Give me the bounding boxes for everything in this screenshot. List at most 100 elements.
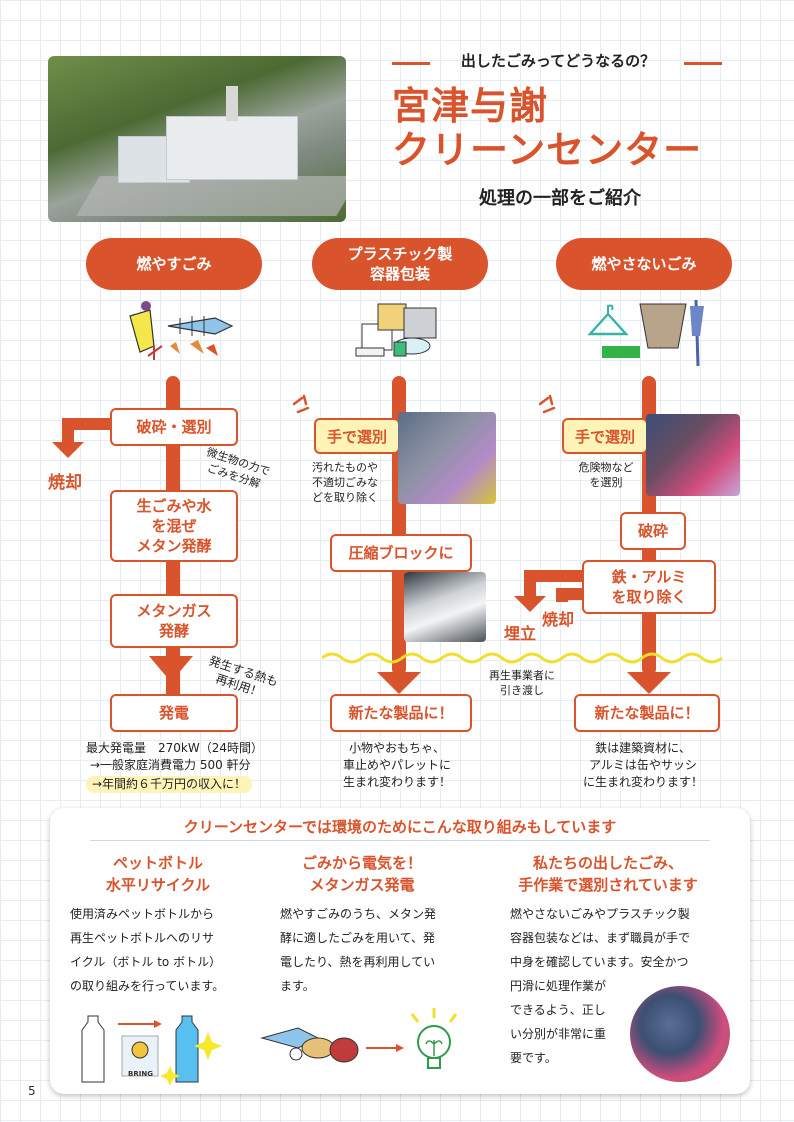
col3-text: 燃やさないごみやプラスチック製 容器包装などは、まず職員が手で 中身を確認してい… [510,902,730,1070]
arrow-nonburnable [627,672,671,694]
step-methane-gas: メタンガス発酵 [110,594,238,648]
plastic-info-l1: 小物やおもちゃ、 [348,741,445,755]
col3-text-l5: できるよう、正し [510,1003,606,1017]
step-power: 発電 [110,694,238,732]
col2-title-l1: ごみから電気を！ [301,854,422,872]
step-methane-mix-l3: メタン発酵 [136,537,212,555]
title-line-1: 宮津与謝 [392,84,549,128]
landfill-label: 埋立 [504,624,537,643]
arrow-plastic [377,672,421,694]
emphasis-icon [292,394,310,414]
page-title: 宮津与謝 クリーンセンター [392,84,752,172]
col2-text-l1: 燃やすごみのうち、メタン発 [280,907,437,921]
plastic-waste-illustration [355,303,437,357]
step-remove-metals-l2: を取り除く [611,588,687,606]
step-crush: 破砕 [620,512,686,550]
pet-bottle-recycle-illustration [81,1015,222,1086]
pill-burnable: 燃やすごみ [86,238,262,290]
nonburnable-waste-illustration [587,299,704,367]
col3-text-l2: 容器包装などは、まず職員が手で [510,931,691,945]
col3-text-l3: 中身を確認しています。安全かつ [510,955,689,969]
col1-title-l1: ペットボトル [112,854,203,872]
title-line-2: クリーンセンター [392,128,703,172]
col2-text-l4: ます。 [280,979,315,993]
col1-text-l1: 使用済みペットボトルから [70,907,215,921]
arrow-burnable [149,656,193,682]
plastic-note-l1: 汚れたものや [312,461,378,474]
step-methane-mix: 生ごみや水を混ぜメタン発酵 [110,490,238,562]
branch-line-down [62,418,74,444]
col2-text-l3: 電したり、熱を再利用してい [280,955,436,969]
nonburnable-note: 危険物などを選別 [566,460,646,490]
emphasis-icon-2 [538,394,556,414]
subtitle: 出したごみってどうなるの？ [460,52,656,70]
branch-arrow [52,442,84,458]
col1-text-l2: 再生ペットボトルへのリサ [70,931,215,945]
branch-landfill-down [524,570,536,598]
step-methane-gas-l1: メタンガス [136,602,212,620]
col1-title-l2: 水平リサイクル [105,876,211,894]
col2-title-l2: メタンガス発電 [309,876,415,894]
step-new-product-plastic: 新たな製品に！ [330,694,472,732]
step-compress-block: 圧縮ブロックに [330,534,472,572]
facility-photo [48,56,346,222]
col3-title: 私たちの出したごみ、手作業で選別されています [490,852,726,896]
initiatives-heading: クリーンセンターでは環境のためにこんな取り組みもしています [183,818,617,836]
col3-text-l6: い分別が非常に重 [510,1027,607,1041]
plastic-note: 汚れたものや不適切ごみなどを取り除く [312,460,392,505]
branch-landfill-line [524,570,584,582]
power-info-l1: 最大発電量 270kW（24時間） [86,741,263,755]
col2-text-l2: 酵に適したごみを用いて、発 [280,931,436,945]
photo-compressed-blocks [404,572,486,642]
mascot-label: BRING [128,1070,153,1078]
plastic-info-l3: 生まれ変わります！ [342,775,451,789]
subtitle-row: 出したごみってどうなるの？ [392,48,722,78]
plastic-note-l2: 不適切ごみな [312,476,378,489]
col2-text: 燃やすごみのうち、メタン発酵に適したごみを用いて、発電したり、熱を再利用していま… [280,902,470,998]
step-hand-sort-nonburnable: 手で選別 [562,418,648,454]
handover-note: 再生事業者に引き渡し [474,668,570,698]
col1-text-l4: の取り組みを行っています。 [70,979,225,993]
power-info: 最大発電量 270kW（24時間） →一般家庭消費電力 500 軒分 →年間約６… [86,740,286,793]
branch-landfill-arrow [514,596,546,612]
col3-title-l1: 私たちの出したごみ、 [532,854,683,872]
plastic-note-l3: どを取り除く [312,491,378,504]
col3-title-l2: 手作業で選別されています [518,876,698,894]
pill-plastic: プラスチック製容器包装 [312,238,488,290]
photo-hand-sorting-nonburnable [646,414,740,496]
nonburnable-note-l1: 危険物など [578,461,634,474]
step-hand-sort-plastic: 手で選別 [314,418,400,454]
step-methane-mix-l2: を混ぜ [151,517,197,535]
step-new-product-nonburnable: 新たな製品に！ [574,694,720,732]
branch-burn-down [556,588,568,602]
nonburnable-info-l1: 鉄は建築資材に、 [595,741,691,755]
handover-note-l2: 引き渡し [500,684,544,697]
col3-text-l7: 要です。 [510,1051,557,1065]
pill-plastic-l1: プラスチック製 [347,245,453,263]
col3-text-l1: 燃やさないごみやプラスチック製 [510,907,690,921]
col1-text-l3: イクル（ボトル to ボトル） [70,955,222,969]
step-methane-gas-l2: 発酵 [158,622,189,640]
nonburnable-note-l2: を選別 [589,476,623,489]
page-number: 5 [28,1084,36,1098]
power-info-l2: →一般家庭消費電力 500 軒分 [90,758,251,772]
plastic-info-l2: 車止めやパレットに [342,758,451,772]
pill-plastic-l2: 容器包装 [369,265,430,283]
methane-power-illustration [260,1008,458,1069]
initiatives-divider [90,840,710,841]
nonburnable-info-l3: に生まれ変わります！ [582,775,703,789]
col3-text-l4: 円滑に処理作業が [510,979,607,993]
step-remove-metals-l1: 鉄・アルミ [611,568,687,586]
step-remove-metals: 鉄・アルミを取り除く [582,560,716,614]
col1-text: 使用済みペットボトルから再生ペットボトルへのリサイクル（ボトル to ボトル） の… [70,902,270,998]
col2-title: ごみから電気を！ メタンガス発電 [262,852,462,896]
power-info-l3: →年間約６千万円の収入に！ [86,776,253,793]
nonburnable-info-l2: アルミは缶やサッシ [589,758,697,772]
handover-wave-line [322,652,723,664]
step-methane-mix-l1: 生ごみや水 [136,497,212,515]
nonburnable-burn-label: 焼却 [542,610,575,629]
photo-staff-sorting [630,986,730,1082]
pill-nonburnable: 燃やさないごみ [556,238,732,290]
burnable-waste-illustration [129,301,234,360]
col1-title: ペットボトル水平リサイクル [58,852,258,896]
